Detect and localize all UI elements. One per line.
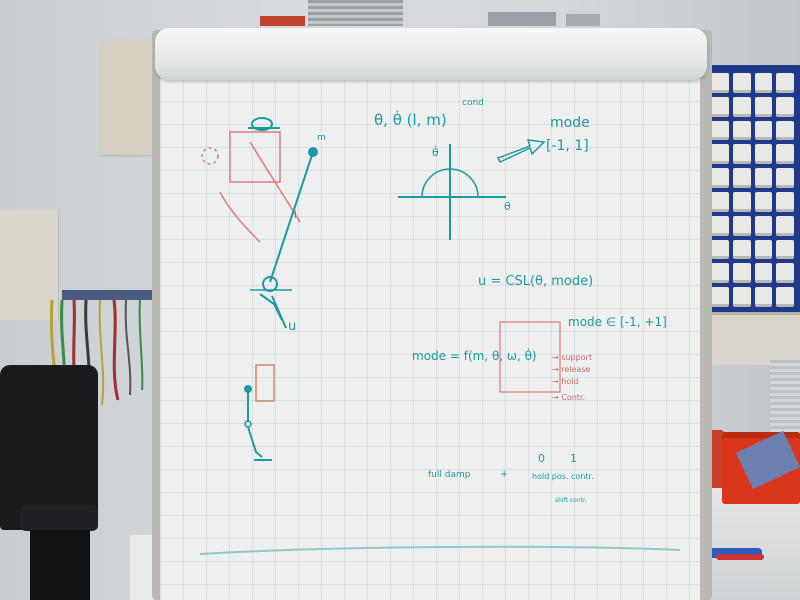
svg-text:θ: θ (504, 200, 511, 213)
chair-base (30, 530, 90, 600)
controller-expression: u = CSL(θ, mode) (478, 274, 593, 289)
svg-text:full damp: full damp (428, 470, 471, 480)
phase-plot: θ̇ θ (398, 144, 511, 240)
arrow-icon (496, 139, 546, 163)
red-pendulum-sketch (201, 131, 301, 243)
svg-text:shift contr.: shift contr. (555, 497, 587, 504)
legend-item: → release (552, 365, 590, 374)
red-marker (716, 554, 764, 560)
mode-set-expression: mode ∈ [-1, +1] (568, 315, 667, 329)
flipchart-paper (160, 32, 700, 600)
state-expression: θ, θ̇ (l, m) cond (374, 98, 484, 129)
svg-text:0: 0 (538, 452, 545, 465)
bottom-line (199, 545, 681, 555)
rotation-arrow-icon (251, 117, 273, 131)
wall-note (100, 40, 152, 155)
length-label: l (294, 210, 297, 221)
mode-function: mode = f(m, θ, ω, θ̇) (412, 348, 537, 363)
blue-marker (700, 548, 762, 558)
svg-text:θ, θ̇ (l, m): θ, θ̇ (l, m) (374, 110, 447, 129)
wall-poster (0, 210, 59, 320)
top-shelf-item (488, 12, 556, 26)
top-shelf-item (308, 0, 403, 26)
flipchart-pad-roll (155, 28, 707, 80)
red-box-sketch (499, 321, 561, 393)
svg-text:θ̇: θ̇ (432, 145, 439, 159)
svg-text:hold pos. contr.: hold pos. contr. (532, 472, 594, 481)
cable-hook-rail (62, 290, 157, 300)
svg-text:mode: mode (550, 115, 590, 131)
top-shelf-item (260, 16, 305, 26)
legend-item: → hold (552, 377, 579, 386)
wall-shelf (700, 312, 800, 365)
svg-text:1: 1 (570, 452, 577, 465)
bottom-notes: full damp + 0 1 hold pos. contr. shift c… (428, 452, 594, 504)
drawer-cabinet (705, 65, 800, 315)
top-shelf-item (566, 14, 600, 26)
svg-text:cond: cond (462, 98, 484, 108)
pendulum-diagram: m l u (248, 117, 326, 334)
whiteboard-sketch: m l u θ, θ̇ (l, m) cond θ̇ θ (199, 98, 681, 555)
mass-label: m (317, 133, 326, 143)
legend-item: → support (552, 353, 592, 362)
pendulum-rod (269, 151, 314, 283)
pivot-icon (262, 276, 278, 292)
legend-item: → Contr. (552, 393, 585, 402)
svg-text:[-1, 1]: [-1, 1] (546, 138, 589, 154)
office-chair (0, 365, 98, 530)
small-pendulum-sketch (244, 364, 275, 461)
mode-legend: → support → release → hold → Contr. (552, 353, 592, 402)
svg-text:+: + (500, 469, 508, 480)
torque-label: u (288, 319, 296, 334)
chair-armrest (20, 505, 98, 531)
mode-annotation: mode [-1, 1] (496, 115, 590, 163)
